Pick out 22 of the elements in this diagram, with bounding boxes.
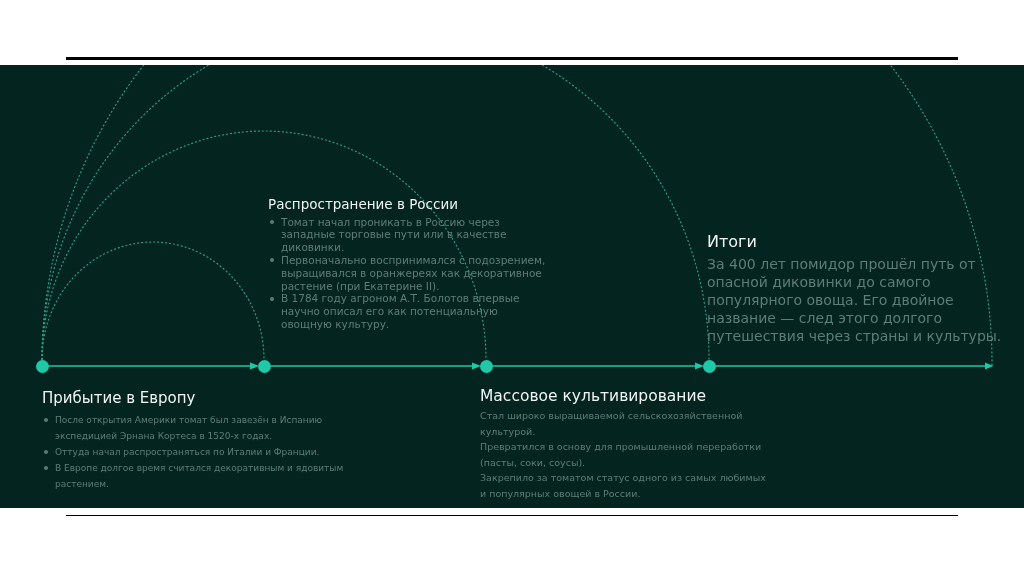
step-heading: Прибытие в Европу [42, 389, 197, 409]
bullet-item: В 1784 году агроном А.Т. Болотов впервые научно описал его как потенциальную овощную культуру. [268, 292, 550, 331]
step-heading: Итоги [707, 232, 758, 253]
bullet-item: Первоначально воспринимался с подозрением, выращивался в оранжереях как декоративное растение (при Екатерине II). [268, 253, 550, 293]
timeline-arrow [714, 362, 994, 370]
dotted-arc [41, 241, 265, 361]
dotted-arc [41, 65, 710, 361]
bullet-item: Томат начал проникать в Россию через западные торговые пути или в качестве диковинки. [268, 215, 550, 254]
bullet-item: Оттуда начал распространяться по Италии и Франции. [42, 443, 362, 460]
step-heading: Распространение в России [268, 196, 459, 214]
bullet-item: После открытия Америки томат был завезён в Испанию экспедицией Эрнана Кортеса в 1520-х годах. [42, 411, 362, 444]
step-heading: Массовое культивирование [480, 386, 708, 407]
step-text: Закрепило за томатом статус одного из самых любимых и популярных овощей в России. [480, 471, 767, 501]
step-text: Превратился в основу для промышленной переработки (пасты, соки, соусы). [480, 440, 763, 470]
dotted-arc [41, 65, 993, 367]
dotted-arc [41, 130, 487, 361]
step-text: За 400 лет помидор прошёл путь от опасной диковинки до самого популярного овоща. Его двойное название — след этого долгого путешествия через страны и культуры. [707, 254, 1003, 345]
step-text: Стал широко выращиваемой сельскохозяйственной культурой. [480, 409, 744, 439]
timeline-arrow [47, 362, 259, 370]
timeline-arrow [491, 362, 704, 370]
timeline-arrow [269, 362, 481, 370]
bullet-item: В Европе долгое время считался декоративным и ядовитым растением. [42, 459, 362, 492]
